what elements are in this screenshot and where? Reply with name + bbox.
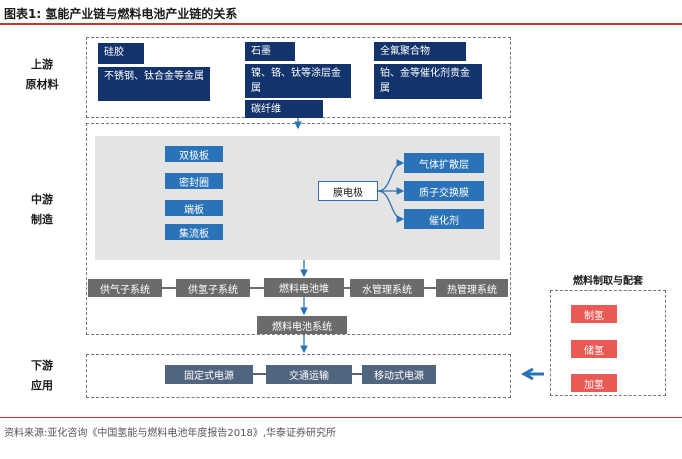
application-portable-power: 移动式电源 [362, 365, 436, 384]
material-precious-metal-catalyst: 铂、金等催化剂贵金属 [374, 64, 482, 99]
component-seal-ring: 密封圈 [165, 173, 223, 189]
mea-proton-exchange-membrane: 质子交换膜 [404, 181, 484, 201]
material-carbon-fiber: 碳纤维 [245, 100, 323, 118]
stage-midstream-line1: 中游 [31, 193, 53, 206]
material-coated-metal: 镍、铬、钛等涂层金属 [245, 64, 351, 98]
stage-downstream-line2: 应用 [31, 379, 53, 392]
downstream-box [86, 354, 511, 398]
system-fuel-cell-stack: 燃料电池堆 [264, 278, 344, 297]
stage-downstream-line1: 下游 [31, 359, 53, 372]
mea-catalyst: 催化剂 [404, 209, 484, 229]
material-silicone: 硅胶 [98, 43, 144, 64]
hydrogen-production: 制氢 [571, 305, 617, 323]
stage-upstream-line2: 原材料 [25, 78, 59, 91]
system-air-supply: 供气子系统 [88, 279, 162, 297]
figure-title: 图表1: 氢能产业链与燃料电池产业链的关系 [4, 7, 238, 21]
fuel-cell-system: 燃料电池系统 [257, 316, 347, 334]
system-thermal-management: 热管理系统 [436, 279, 508, 297]
material-graphite: 石墨 [245, 42, 295, 61]
hydrogen-refueling: 加氢 [571, 374, 617, 392]
stage-upstream-line1: 上游 [31, 58, 53, 71]
component-bipolar-plate: 双极板 [165, 146, 223, 162]
hydrogen-storage: 储氢 [571, 340, 617, 358]
hydrogen-infrastructure-box [550, 290, 666, 396]
stage-upstream-label: 上游 原材料 [14, 55, 70, 95]
stage-midstream-line2: 制造 [31, 213, 53, 226]
application-transportation: 交通运输 [266, 365, 352, 384]
footer-rule [0, 417, 682, 418]
component-end-plate: 端板 [165, 200, 223, 216]
system-hydrogen-supply: 供氢子系统 [176, 279, 250, 297]
stage-midstream-label: 中游 制造 [14, 190, 70, 230]
title-rule [0, 23, 682, 25]
system-water-management: 水管理系统 [350, 279, 424, 297]
membrane-electrode-assembly: 膜电极 [318, 181, 378, 201]
stage-downstream-label: 下游 应用 [14, 356, 70, 396]
material-steel-titanium: 不锈钢、钛合金等金属 [98, 67, 210, 101]
arrow-hydrogen-to-downstream [520, 367, 544, 381]
application-stationary-power: 固定式电源 [165, 365, 253, 384]
hydrogen-infrastructure-title: 燃料制取与配套 [573, 276, 643, 287]
source-note: 资料来源:亚化咨询《中国氢能与燃料电池年度报告2018》,华泰证券研究所 [4, 428, 336, 439]
mea-gas-diffusion-layer: 气体扩散层 [404, 153, 484, 173]
material-perfluoropolymer: 全氟聚合物 [374, 42, 466, 61]
component-current-collector: 集流板 [165, 224, 223, 240]
